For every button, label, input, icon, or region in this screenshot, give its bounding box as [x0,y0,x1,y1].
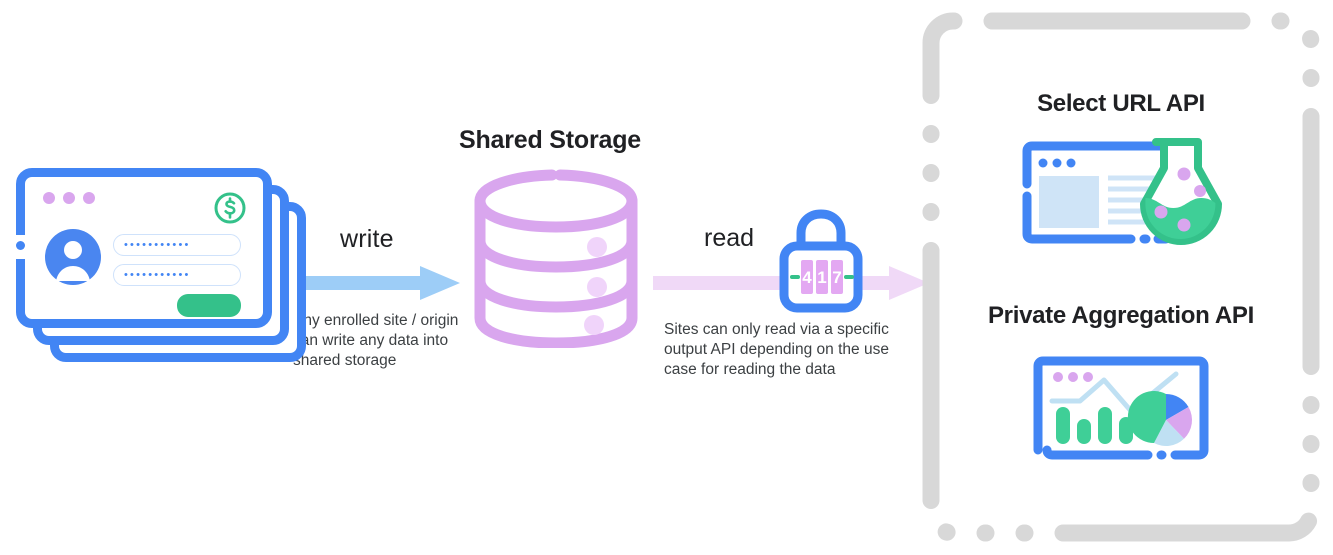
dollar-circle-icon [214,192,246,224]
window-dot-icon [83,192,95,204]
submit-button[interactable] [177,294,241,317]
write-arrow-icon [288,266,460,300]
output-api-private-aggregation: Private Aggregation API [922,302,1320,479]
read-caption: Sites can only read via a specific outpu… [664,321,889,378]
shared-storage-title: Shared Storage [459,126,641,154]
database-cylinder-icon [474,169,638,348]
password-field[interactable]: ••••••••••• [113,264,241,286]
user-avatar-icon [45,229,101,285]
browser-window-with-flask-icon [1022,138,1222,245]
read-label: read [704,224,755,252]
browser-card-front: ••••••••••• ••••••••••• [16,168,272,328]
panel-dashed-border [922,12,1320,542]
output-api-select-url: Select URL API [922,90,1320,253]
username-field[interactable]: ••••••••••• [113,234,241,256]
stacked-browser-windows-icon: ••••••••••• ••••••••••• [16,168,306,363]
combination-lock-icon: 4 1 7 [779,209,863,313]
write-caption: Any enrolled site / origin can write any… [293,312,459,369]
output-apis-panel: Select URL API [922,12,1320,542]
svg-text:4: 4 [802,268,812,287]
card-border-dot-icon [16,241,25,250]
svg-text:1: 1 [817,268,826,287]
svg-text:7: 7 [832,268,841,287]
window-dot-icon [63,192,75,204]
write-label: write [340,225,394,253]
browser-window-with-charts-icon [1033,356,1209,460]
select-url-api-title: Select URL API [1037,90,1205,117]
window-control-dots [43,192,95,204]
window-dot-icon [43,192,55,204]
private-aggregation-api-title: Private Aggregation API [987,302,1255,329]
